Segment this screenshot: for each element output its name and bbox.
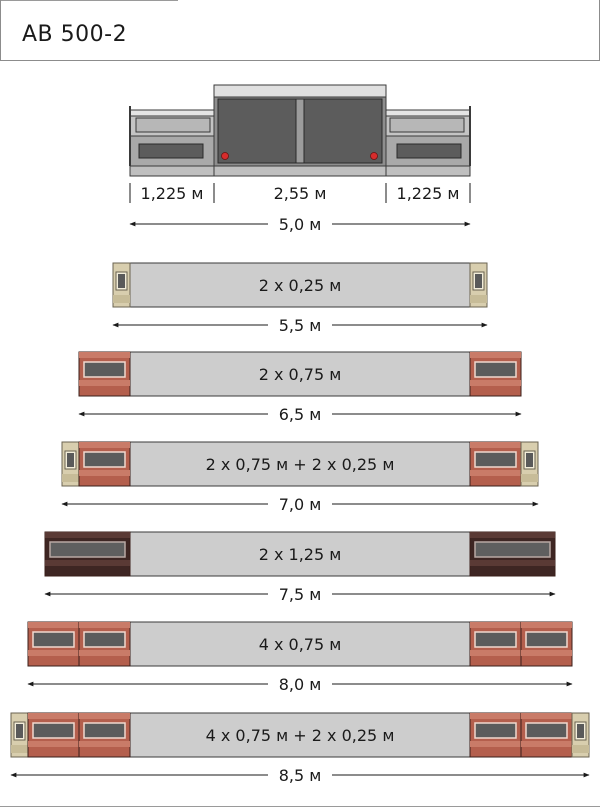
screed-body — [129, 712, 471, 758]
screed-config-total: 7,0 м — [279, 495, 322, 514]
screed-extension-brown-right — [469, 531, 556, 577]
screed-body — [129, 531, 471, 577]
page-title: AB 500-2 — [22, 22, 128, 47]
screed-config-total: 8,0 м — [279, 675, 322, 694]
screed-config-label: 4 x 0,75 м + 2 x 0,25 м — [206, 726, 395, 745]
screed-config-row: 4 x 0,75 м 8,0 м — [27, 621, 573, 694]
screed-extension-red-right — [469, 712, 522, 758]
machine-right-wing — [385, 106, 471, 177]
machine-total-label: 5,0 м — [279, 215, 322, 234]
screed-extension-red-left — [27, 712, 80, 758]
screed-body — [129, 621, 471, 667]
screed-config-row: 2 x 0,25 м 5,5 м — [112, 262, 488, 335]
screed-extension-small-right — [571, 712, 590, 758]
screed-config-row: 2 x 0,75 м + 2 x 0,25 м 7,0 м — [61, 441, 539, 514]
screed-extension-small-right — [469, 262, 488, 308]
paver-machine — [129, 84, 471, 177]
screed-extension-red-right — [469, 441, 522, 487]
screed-extension-red-right — [469, 351, 522, 397]
screed-extension-red-left — [78, 351, 131, 397]
screed-config-row: 2 x 0,75 м 6,5 м — [78, 351, 522, 424]
top-rule — [0, 0, 178, 1]
machine-dim-center: 2,55 м — [274, 184, 327, 203]
screed-body — [129, 262, 471, 308]
bottom-rule — [0, 806, 600, 807]
screed-extension-brown-left — [44, 531, 131, 577]
screed-body — [129, 351, 471, 397]
screed-extension-small-right — [520, 441, 539, 487]
screed-extension-red-left — [78, 621, 131, 667]
machine-center-body — [213, 84, 387, 177]
screed-extension-small-left — [112, 262, 131, 308]
screed-extension-small-left — [10, 712, 29, 758]
screed-extension-red-right — [520, 712, 573, 758]
screed-config-label: 2 x 0,25 м — [259, 276, 342, 295]
screed-config-label: 2 x 1,25 м — [259, 545, 342, 564]
machine-dimension-ticks — [129, 183, 471, 203]
screed-extension-red-right — [520, 621, 573, 667]
screed-extension-small-left — [61, 441, 80, 487]
screed-config-total: 5,5 м — [279, 316, 322, 335]
title-box-left-border — [0, 0, 1, 61]
screed-config-label: 4 x 0,75 м — [259, 635, 342, 654]
screed-extension-red-right — [469, 621, 522, 667]
screed-extension-red-left — [78, 441, 131, 487]
screed-config-label: 2 x 0,75 м — [259, 365, 342, 384]
screed-configurations: 2 x 0,25 м5,5 м2 x 0,75 м6,5 м2 x 0,75 м… — [10, 262, 590, 785]
screed-config-label: 2 x 0,75 м + 2 x 0,25 м — [206, 455, 395, 474]
screed-config-total: 6,5 м — [279, 405, 322, 424]
screed-config-total: 7,5 м — [279, 585, 322, 604]
screed-config-total: 8,5 м — [279, 766, 322, 785]
screed-extension-red-left — [78, 712, 131, 758]
screed-config-row: 2 x 1,25 м 7,5 м — [44, 531, 556, 604]
machine-dim-right: 1,225 м — [397, 184, 460, 203]
screed-config-row: 4 x 0,75 м + 2 x 0,25 м 8,5 м — [10, 712, 590, 785]
screed-extension-red-left — [27, 621, 80, 667]
machine-left-wing — [129, 106, 215, 177]
machine-dim-left: 1,225 м — [141, 184, 204, 203]
